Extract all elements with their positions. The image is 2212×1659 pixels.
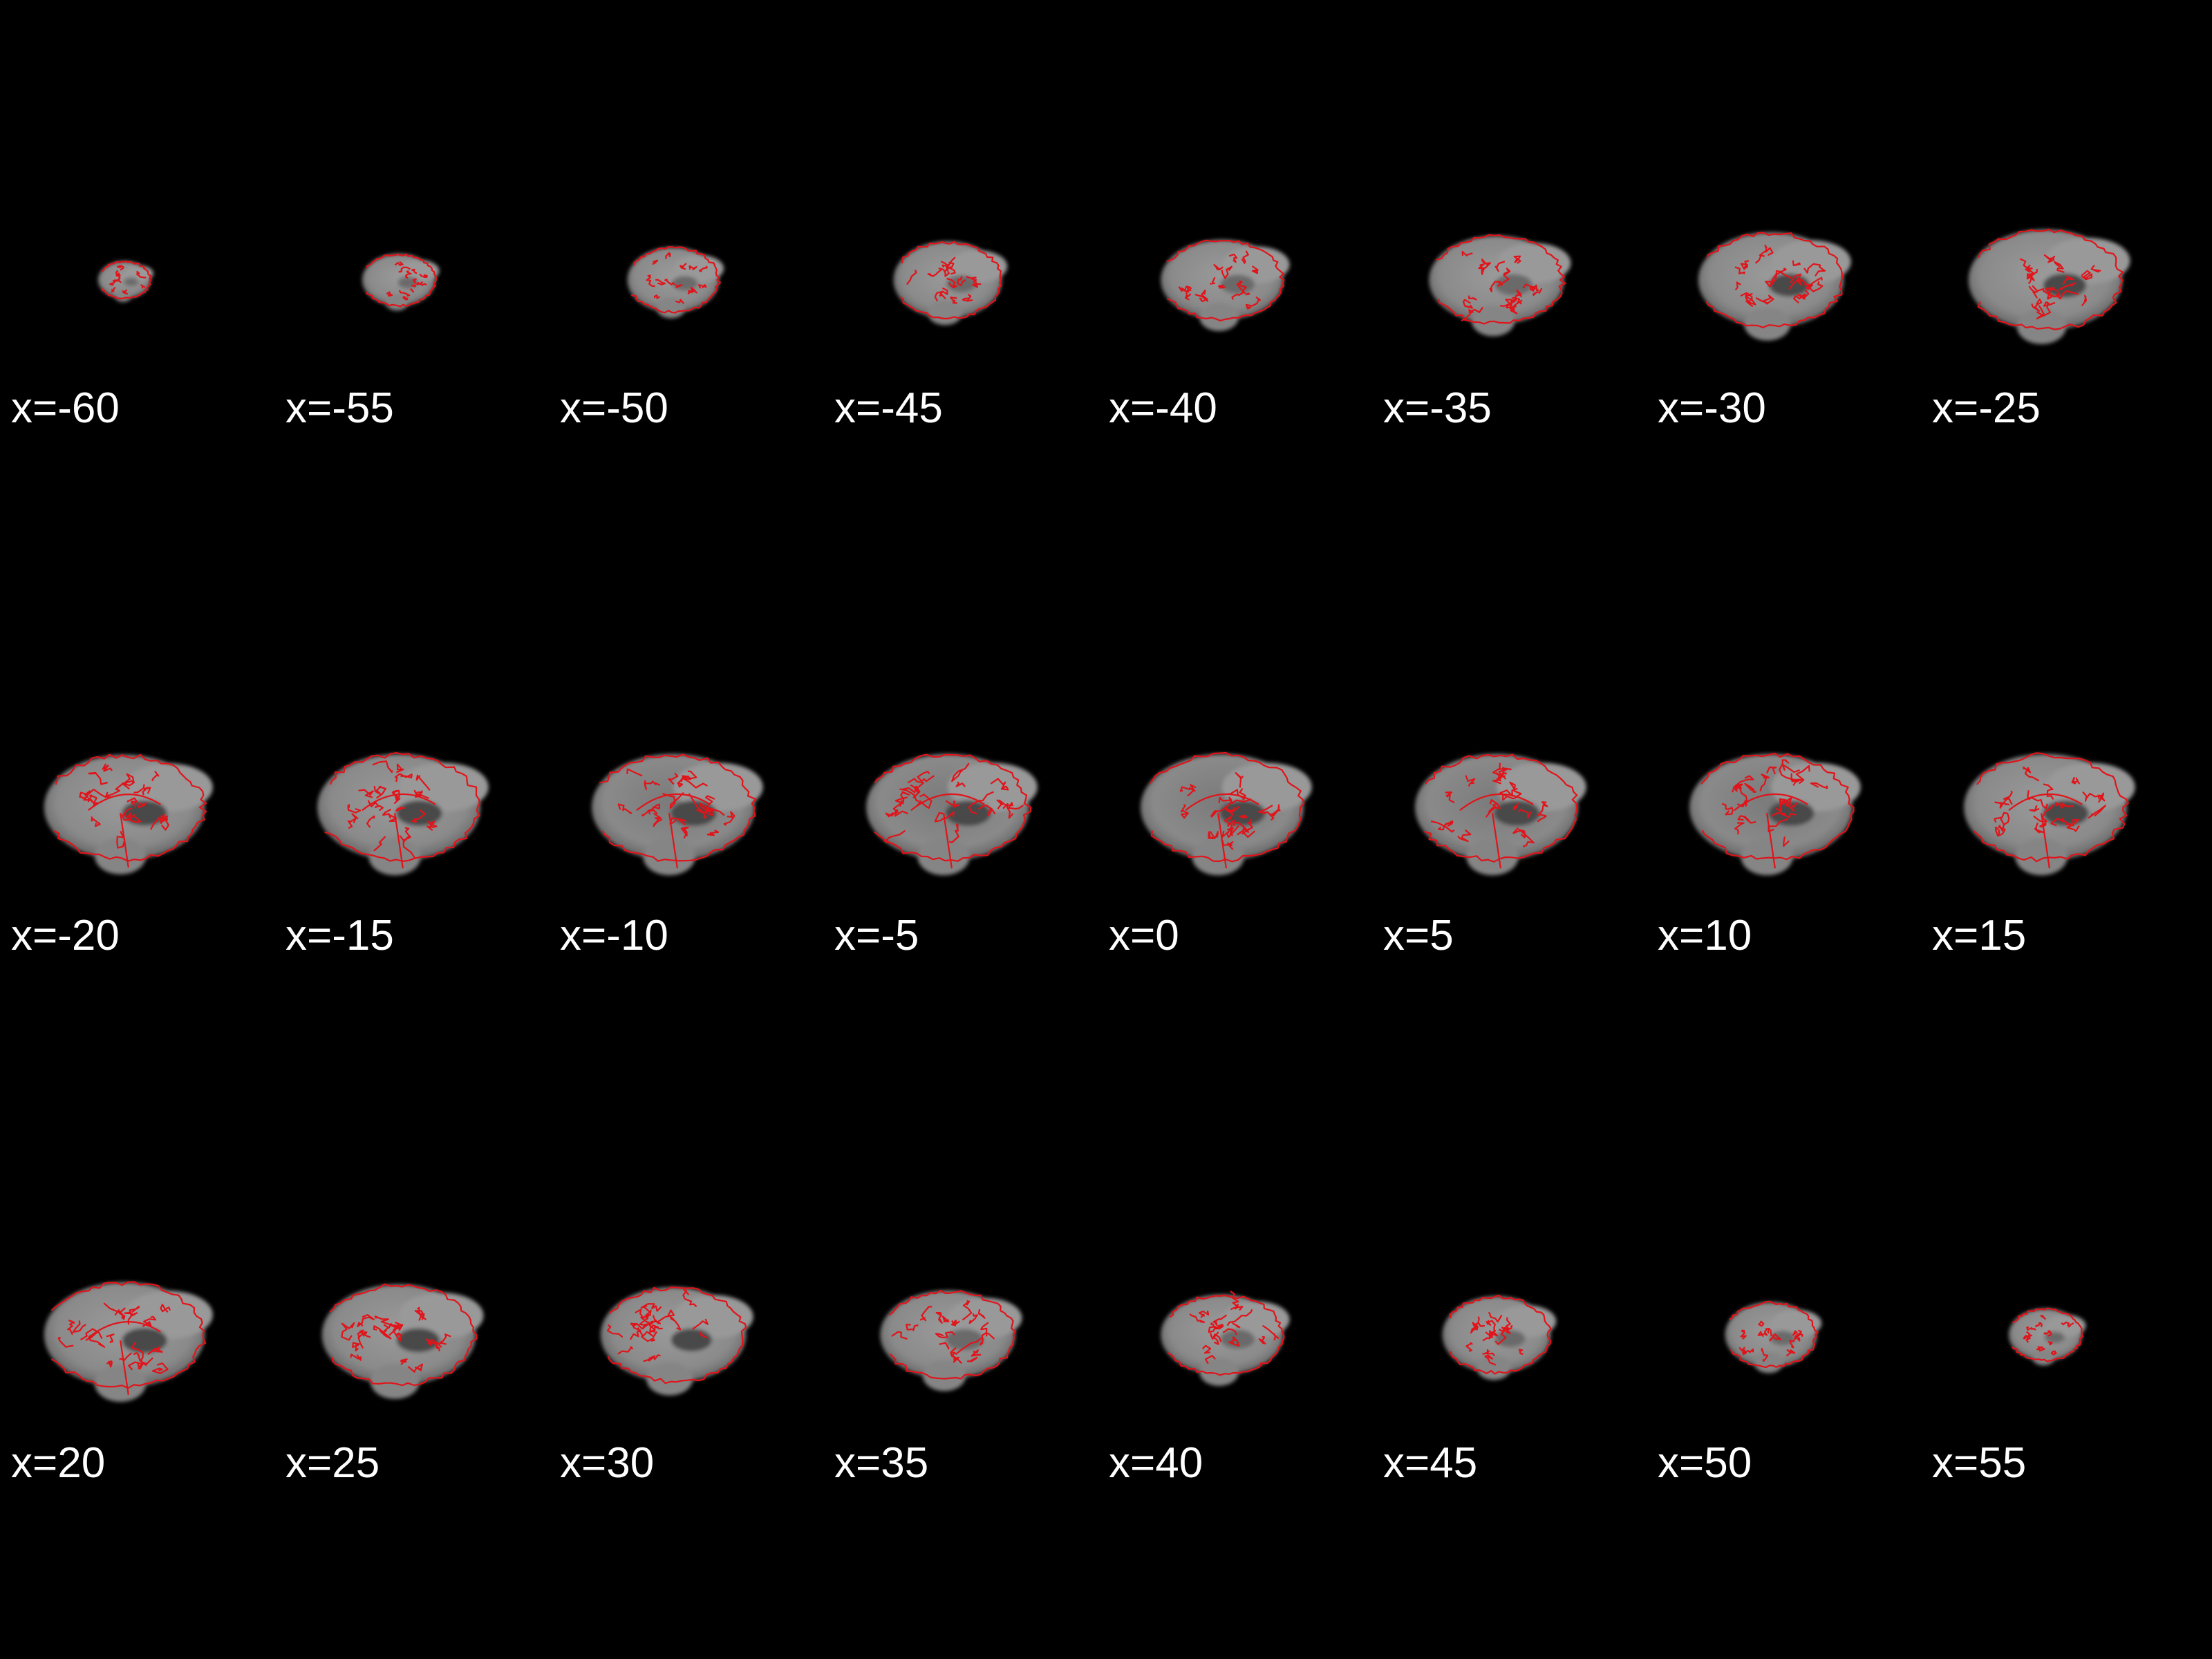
slice-panel: x=5 [1372, 527, 1647, 957]
cortex-contour-overlay [324, 752, 480, 869]
slice-coordinate-label: x=55 [1932, 1439, 2027, 1487]
slice-panel: x=40 [1098, 1055, 1372, 1485]
brain-slice-image [1429, 234, 1571, 337]
brain-slice-image [1964, 752, 2135, 876]
slice-coordinate-label: x=-45 [834, 384, 943, 432]
cortex-contour-overlay [100, 260, 152, 300]
slice-coordinate-label: x=-20 [11, 912, 120, 959]
cortex-contour-overlay [366, 253, 438, 308]
slice-panel: x=-40 [1098, 0, 1372, 430]
slice-panel: x=20 [0, 1055, 274, 1485]
slice-panel: x=45 [1372, 1055, 1647, 1485]
slice-coordinate-label: x=-35 [1383, 384, 1492, 432]
brain-slice-image [362, 253, 440, 311]
slice-coordinate-label: x=-40 [1109, 384, 1217, 432]
slice-coordinate-label: x=-10 [560, 912, 668, 959]
slice-panel: x=30 [549, 1055, 823, 1485]
brain-slice-image [1141, 751, 1312, 876]
cortex-contour-overlay [1424, 753, 1578, 869]
brain-slice-image [97, 260, 154, 302]
slice-coordinate-label: x=15 [1932, 912, 2027, 959]
slice-panel: x=-20 [0, 527, 274, 957]
brain-slice-image [1442, 1294, 1557, 1380]
cortex-contour-overlay [1150, 751, 1305, 869]
brain-slice-image [627, 246, 724, 319]
slice-coordinate-label: x=10 [1658, 912, 1752, 959]
brain-slice-image [321, 1283, 484, 1399]
cortex-contour-overlay [53, 753, 207, 868]
cortex-contour-overlay [1700, 752, 1855, 869]
slice-panel: x=-50 [549, 0, 823, 430]
slice-coordinate-label: x=-25 [1932, 384, 2041, 432]
cortex-contour-overlay [888, 1289, 1016, 1380]
brain-slice-image [893, 241, 1008, 326]
brain-slice-image [1415, 753, 1586, 876]
slice-panel: x=-55 [274, 0, 549, 430]
cortex-contour-overlay [1977, 228, 2124, 330]
slice-panel: x=15 [1921, 527, 2195, 957]
cortex-contour-overlay [631, 246, 721, 314]
brain-slice-image [880, 1289, 1022, 1391]
brain-slice-image [866, 753, 1038, 876]
cortex-contour-overlay [599, 753, 757, 869]
slice-panel: x=10 [1647, 527, 1921, 957]
slice-panel: x=35 [823, 1055, 1098, 1485]
cortex-contour-overlay [1974, 752, 2129, 869]
slice-coordinate-label: x=25 [285, 1439, 380, 1487]
slice-panel: x=50 [1647, 1055, 1921, 1485]
slice-coordinate-label: x=0 [1109, 912, 1179, 959]
slice-coordinate-label: x=-30 [1658, 384, 1766, 432]
slice-panel: x=-60 [0, 0, 274, 430]
brain-slice-image [2008, 1307, 2086, 1366]
slice-coordinate-label: x=-55 [285, 384, 394, 432]
brain-slice-image [1968, 228, 2130, 344]
cortex-contour-overlay [50, 1281, 207, 1396]
slice-panel: x=-35 [1372, 0, 1647, 430]
slice-coordinate-label: x=45 [1383, 1439, 1478, 1487]
cortex-contour-overlay [2011, 1307, 2083, 1362]
slice-coordinate-label: x=-5 [834, 912, 919, 959]
cortex-contour-overlay [1436, 234, 1566, 325]
cortex-contour-overlay [606, 1286, 747, 1385]
slice-panel: x=-25 [1921, 0, 2195, 430]
slice-panel: x=25 [274, 1055, 549, 1485]
slice-coordinate-label: x=50 [1658, 1439, 1752, 1487]
cortex-contour-overlay [874, 753, 1032, 869]
cortex-contour-overlay [1166, 239, 1285, 321]
cortex-contour-overlay [1705, 232, 1844, 328]
slice-panel: x=55 [1921, 1055, 2195, 1485]
slice-coordinate-label: x=-50 [560, 384, 668, 432]
brain-slice-image [1689, 752, 1861, 876]
slice-panel: x=-10 [549, 527, 823, 957]
slice-panel: x=-5 [823, 527, 1098, 957]
brain-slice-image [44, 753, 213, 874]
slice-coordinate-label: x=-60 [11, 384, 120, 432]
cortex-contour-overlay [1167, 1291, 1285, 1376]
brain-slice-image [1161, 239, 1290, 331]
brain-slice-image [592, 753, 763, 876]
cortex-contour-overlay [329, 1283, 478, 1387]
slice-panel: x=-15 [274, 527, 549, 957]
slice-panel: x=-30 [1647, 0, 1921, 430]
brain-slice-image [600, 1286, 753, 1396]
slice-coordinate-label: x=40 [1109, 1439, 1203, 1487]
slice-coordinate-label: x=30 [560, 1439, 655, 1487]
brain-slice-image [1725, 1300, 1822, 1374]
brain-slice-image [1161, 1291, 1290, 1386]
cortex-contour-overlay [1449, 1294, 1552, 1375]
cortex-contour-overlay [900, 241, 1002, 320]
cortex-contour-overlay [1728, 1300, 1819, 1369]
slice-coordinate-label: x=20 [11, 1439, 106, 1487]
brain-slice-image [317, 752, 489, 876]
slice-coordinate-label: x=35 [834, 1439, 929, 1487]
slice-coordinate-label: x=-15 [285, 912, 394, 959]
slice-coordinate-label: x=5 [1383, 912, 1454, 959]
brain-slice-image [44, 1281, 213, 1402]
brain-slice-image [1698, 232, 1851, 341]
slice-panel: x=-45 [823, 0, 1098, 430]
slice-panel: x=0 [1098, 527, 1372, 957]
